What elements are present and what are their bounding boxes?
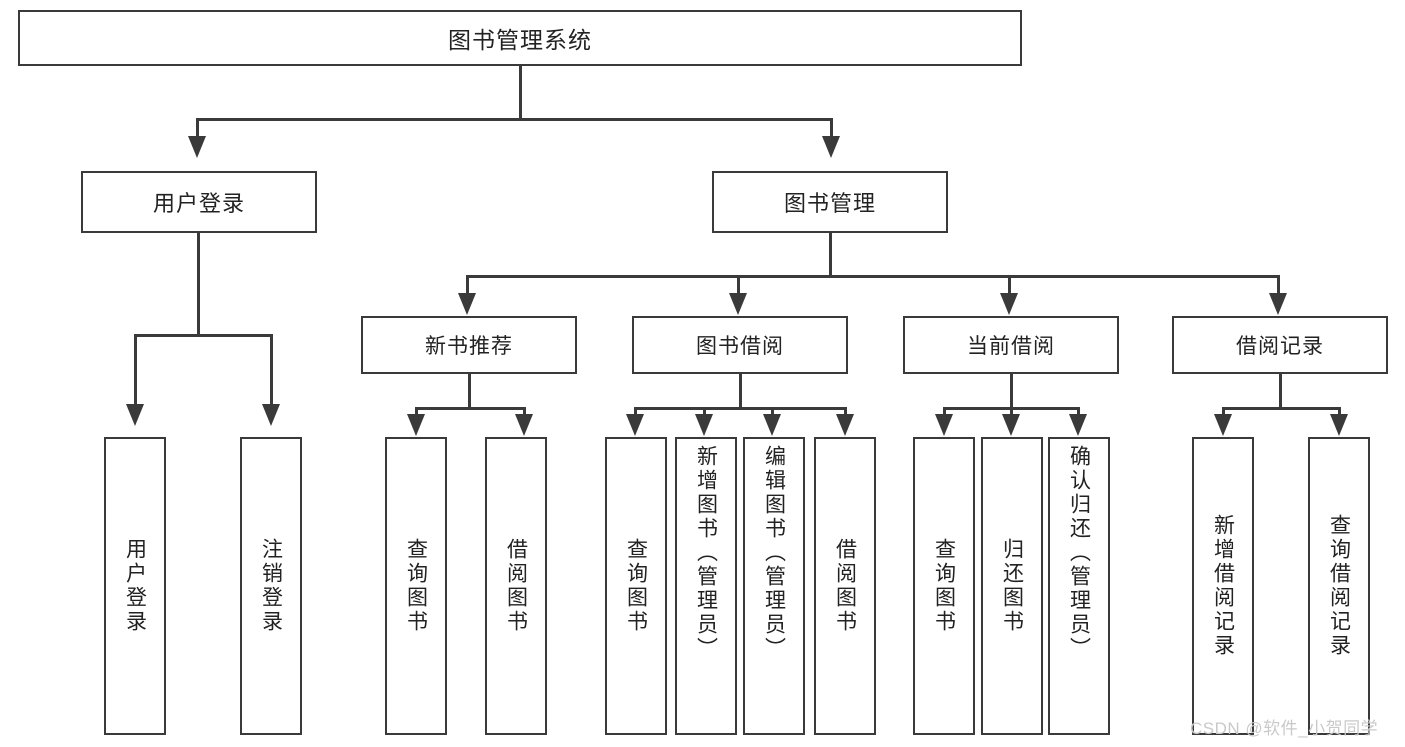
connector-current-to-leaf3 <box>1077 407 1080 417</box>
leaf-add-book-admin[interactable]: 新增图书（管理员） <box>675 437 737 735</box>
connector-root-stem <box>519 66 522 120</box>
connector-book-to-current <box>1008 275 1011 297</box>
arrow-current-to-leaf3 <box>1069 414 1087 436</box>
connector-book-split-bar <box>466 275 1280 278</box>
connector-user-to-leaf2 <box>270 334 273 406</box>
arrow-recommend-to-leaf1 <box>407 414 425 436</box>
connector-root-to-book <box>830 118 833 138</box>
leaf-user-login[interactable]: 用户登录 <box>104 437 166 735</box>
node-book-borrow[interactable]: 图书借阅 <box>632 316 848 374</box>
arrow-current-to-leaf2 <box>1002 414 1020 436</box>
connector-user-split-bar <box>134 334 273 337</box>
leaf-edit-book-admin[interactable]: 编辑图书（管理员） <box>743 437 805 735</box>
leaf-borrow-book[interactable]: 借阅图书 <box>814 437 876 735</box>
leaf-return-book[interactable]: 归还图书 <box>981 437 1043 735</box>
connector-borrow-to-leaf2 <box>703 407 706 417</box>
arrow-recommend-to-leaf2 <box>515 414 533 436</box>
connector-book-to-record <box>1277 275 1280 297</box>
connector-root-split-bar <box>196 118 833 121</box>
leaf-query-book-recommend[interactable]: 查询图书 <box>385 437 447 735</box>
arrow-book-to-borrow <box>729 293 747 315</box>
arrow-current-to-leaf1 <box>935 414 953 436</box>
connector-borrow-to-leaf1 <box>634 407 637 417</box>
arrow-root-to-user <box>188 136 206 158</box>
connector-book-to-new <box>466 275 469 297</box>
arrow-record-to-leaf1 <box>1214 414 1232 436</box>
node-new-book-recommend[interactable]: 新书推荐 <box>361 316 577 374</box>
leaf-query-book-borrow[interactable]: 查询图书 <box>605 437 667 735</box>
leaf-borrow-book-recommend[interactable]: 借阅图书 <box>485 437 547 735</box>
node-current-borrow[interactable]: 当前借阅 <box>903 316 1119 374</box>
connector-record-stem <box>1279 374 1282 410</box>
arrow-root-to-book <box>822 136 840 158</box>
connector-borrow-stem <box>739 374 742 410</box>
connector-record-to-leaf2 <box>1338 407 1341 417</box>
arrow-book-to-new <box>458 293 476 315</box>
connector-recommend-to-leaf2 <box>523 407 526 417</box>
connector-book-stem <box>829 233 832 277</box>
arrow-book-to-current <box>1000 293 1018 315</box>
connector-user-to-leaf1 <box>134 334 137 406</box>
connector-recommend-to-leaf1 <box>415 407 418 417</box>
connector-current-to-leaf1 <box>943 407 946 417</box>
arrow-record-to-leaf2 <box>1330 414 1348 436</box>
csdn-watermark: CSDN @软件_小贺同学 <box>1190 719 1379 738</box>
connector-user-stem <box>197 233 200 336</box>
connector-root-to-user <box>196 118 199 138</box>
connector-current-to-leaf2 <box>1010 407 1013 417</box>
arrow-borrow-to-leaf1 <box>626 414 644 436</box>
connector-book-to-borrow <box>737 275 740 297</box>
connector-borrow-bar <box>634 407 847 410</box>
connector-current-stem <box>1010 374 1013 410</box>
leaf-confirm-return-admin[interactable]: 确认归还（管理员） <box>1048 437 1110 735</box>
arrow-user-to-leaf1 <box>126 404 144 426</box>
arrow-book-to-record <box>1269 293 1287 315</box>
arrow-borrow-to-leaf3 <box>763 414 781 436</box>
node-user-login[interactable]: 用户登录 <box>81 171 317 233</box>
arrow-borrow-to-leaf4 <box>836 414 854 436</box>
leaf-query-borrow-record[interactable]: 查询借阅记录 <box>1308 437 1370 735</box>
connector-record-bar <box>1222 407 1341 410</box>
leaf-add-borrow-record[interactable]: 新增借阅记录 <box>1192 437 1254 735</box>
leaf-logout[interactable]: 注销登录 <box>240 437 302 735</box>
connector-borrow-to-leaf3 <box>771 407 774 417</box>
connector-recommend-bar <box>415 407 526 410</box>
connector-record-to-leaf1 <box>1222 407 1225 417</box>
arrow-user-to-leaf2 <box>262 404 280 426</box>
node-root-system[interactable]: 图书管理系统 <box>18 10 1022 66</box>
connector-borrow-to-leaf4 <box>844 407 847 417</box>
arrow-borrow-to-leaf2 <box>695 414 713 436</box>
connector-recommend-stem <box>468 374 471 410</box>
node-borrow-record[interactable]: 借阅记录 <box>1172 316 1388 374</box>
leaf-query-book-current[interactable]: 查询图书 <box>913 437 975 735</box>
node-book-management[interactable]: 图书管理 <box>712 171 948 233</box>
